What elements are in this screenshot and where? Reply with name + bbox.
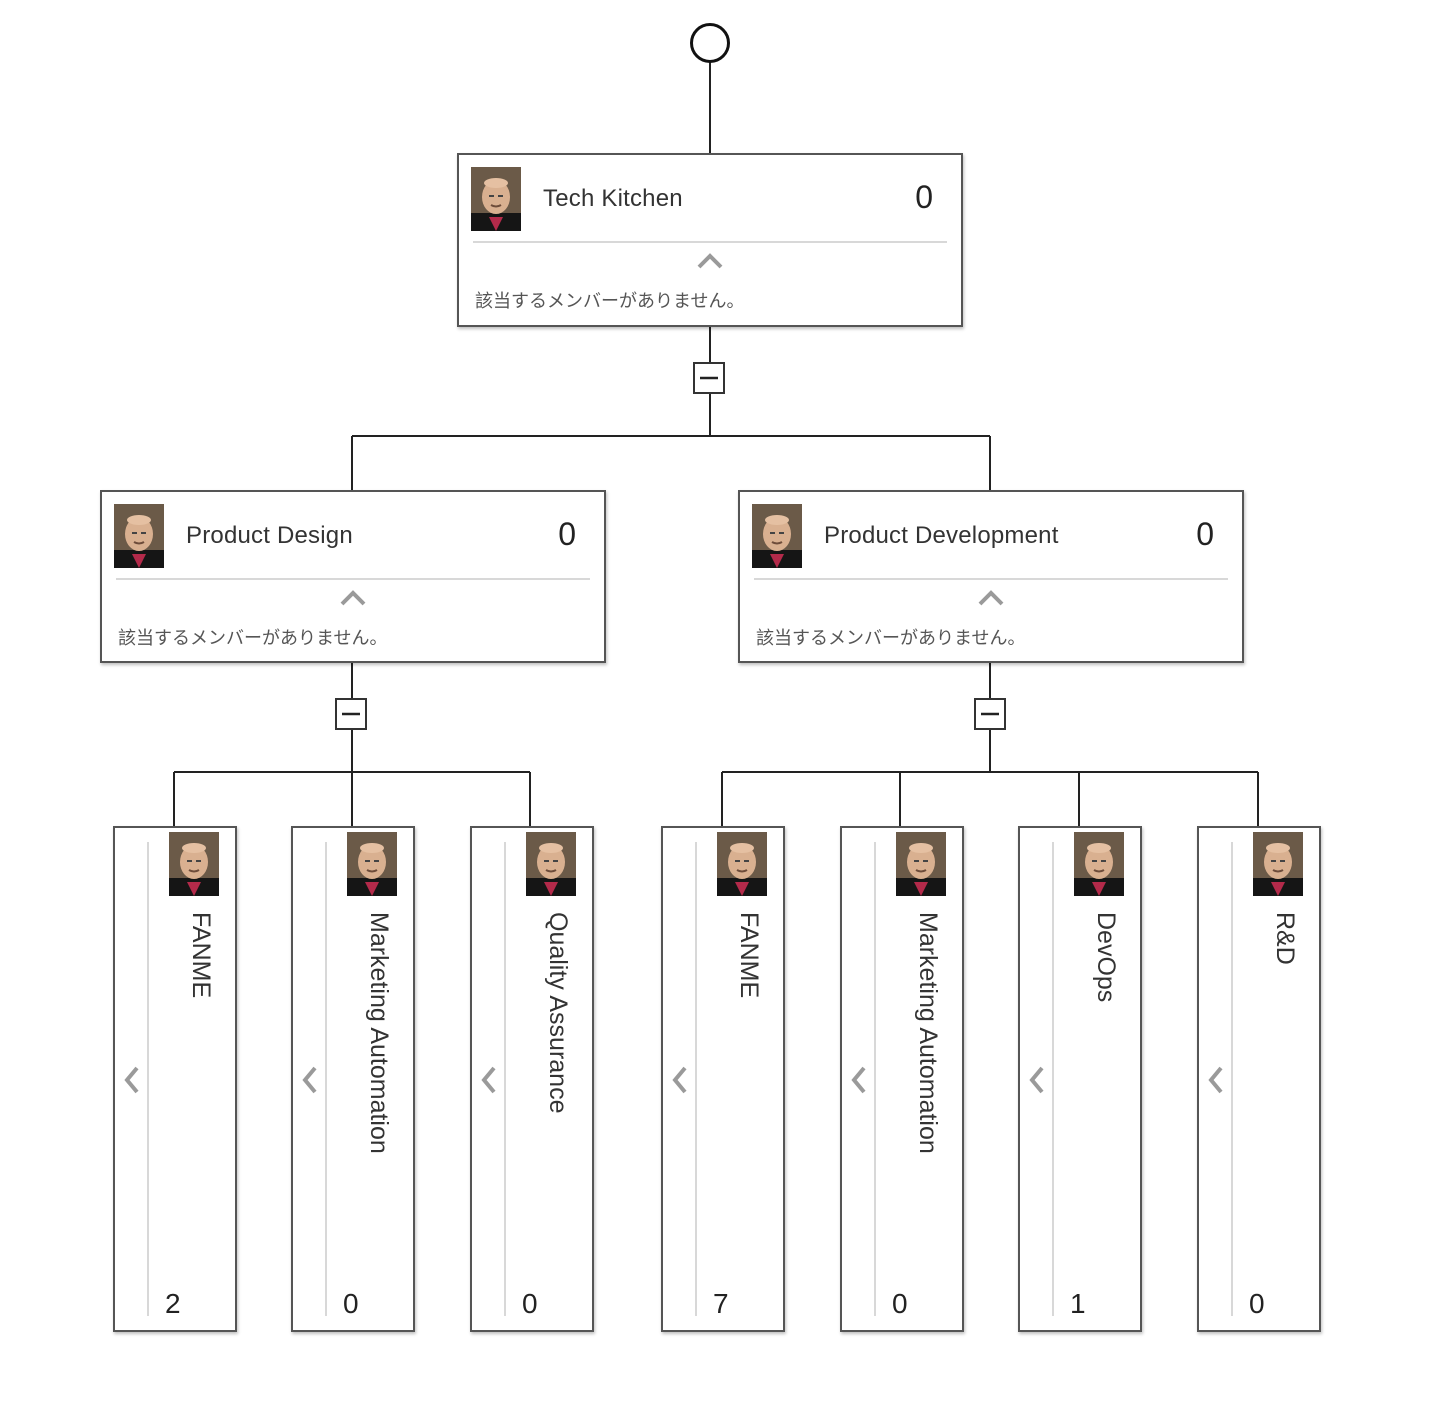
divider (504, 842, 506, 1316)
divider (325, 842, 327, 1316)
node-title: Product Development (824, 522, 1059, 549)
chevron-left-icon[interactable] (1026, 1064, 1048, 1096)
node-title: FANME (735, 912, 763, 999)
person-avatar-icon (896, 832, 946, 896)
person-avatar-icon (752, 504, 802, 568)
member-count: 1 (1070, 1288, 1086, 1319)
chevron-left-icon[interactable] (121, 1064, 143, 1096)
node-title: FANME (187, 912, 215, 999)
person-avatar-icon (717, 832, 767, 896)
circle-node-icon[interactable] (688, 21, 732, 65)
org-node-fanme-design[interactable]: FANME 2 (113, 826, 237, 1332)
member-count: 0 (343, 1288, 359, 1319)
member-count: 0 (1249, 1288, 1265, 1319)
person-avatar-icon (114, 504, 164, 568)
divider (473, 241, 947, 243)
member-count: 0 (522, 1288, 538, 1319)
collapse-button-root[interactable] (693, 362, 725, 394)
chevron-left-icon[interactable] (299, 1064, 321, 1096)
org-node-fanme-development[interactable]: FANME 7 (661, 826, 785, 1332)
node-title: Tech Kitchen (543, 185, 683, 212)
chevron-left-icon[interactable] (669, 1064, 691, 1096)
chevron-up-icon[interactable] (696, 251, 724, 271)
collapse-button-product-design[interactable] (335, 698, 367, 730)
node-title: Quality Assurance (544, 912, 572, 1114)
person-avatar-icon (347, 832, 397, 896)
org-node-devops[interactable]: DevOps 1 (1018, 826, 1142, 1332)
chevron-left-icon[interactable] (848, 1064, 870, 1096)
empty-members-text: 該当するメンバーがありません。 (118, 628, 388, 648)
node-title: Marketing Automation (914, 912, 942, 1154)
member-count: 2 (165, 1288, 181, 1319)
empty-members-text: 該当するメンバーがありません。 (756, 628, 1026, 648)
divider (695, 842, 697, 1316)
chevron-up-icon[interactable] (339, 588, 367, 608)
divider (1231, 842, 1233, 1316)
node-title: Product Design (186, 522, 353, 549)
org-node-tech-kitchen[interactable]: Tech Kitchen 0 該当するメンバーがありません。 (457, 153, 963, 327)
member-count: 0 (892, 1288, 908, 1319)
node-title: Marketing Automation (365, 912, 393, 1154)
collapse-button-product-development[interactable] (974, 698, 1006, 730)
org-node-r-and-d[interactable]: R&D 0 (1197, 826, 1321, 1332)
org-node-marketing-automation-design[interactable]: Marketing Automation 0 (291, 826, 415, 1332)
chevron-up-icon[interactable] (977, 588, 1005, 608)
org-node-product-development[interactable]: Product Development 0 該当するメンバーがありません。 (738, 490, 1244, 663)
member-count: 0 (915, 179, 933, 215)
org-node-quality-assurance[interactable]: Quality Assurance 0 (470, 826, 594, 1332)
person-avatar-icon (169, 832, 219, 896)
member-count: 0 (1196, 516, 1214, 552)
divider (116, 578, 590, 580)
person-avatar-icon (1253, 832, 1303, 896)
member-count: 0 (558, 516, 576, 552)
org-node-marketing-automation-development[interactable]: Marketing Automation 0 (840, 826, 964, 1332)
divider (874, 842, 876, 1316)
person-avatar-icon (471, 167, 521, 231)
node-title: R&D (1271, 912, 1299, 965)
org-node-product-design[interactable]: Product Design 0 該当するメンバーがありません。 (100, 490, 606, 663)
node-title: DevOps (1092, 912, 1120, 1003)
chevron-left-icon[interactable] (1205, 1064, 1227, 1096)
empty-members-text: 該当するメンバーがありません。 (475, 291, 745, 311)
person-avatar-icon (1074, 832, 1124, 896)
person-avatar-icon (526, 832, 576, 896)
divider (1052, 842, 1054, 1316)
divider (754, 578, 1228, 580)
member-count: 7 (713, 1288, 729, 1319)
divider (147, 842, 149, 1316)
chevron-left-icon[interactable] (478, 1064, 500, 1096)
